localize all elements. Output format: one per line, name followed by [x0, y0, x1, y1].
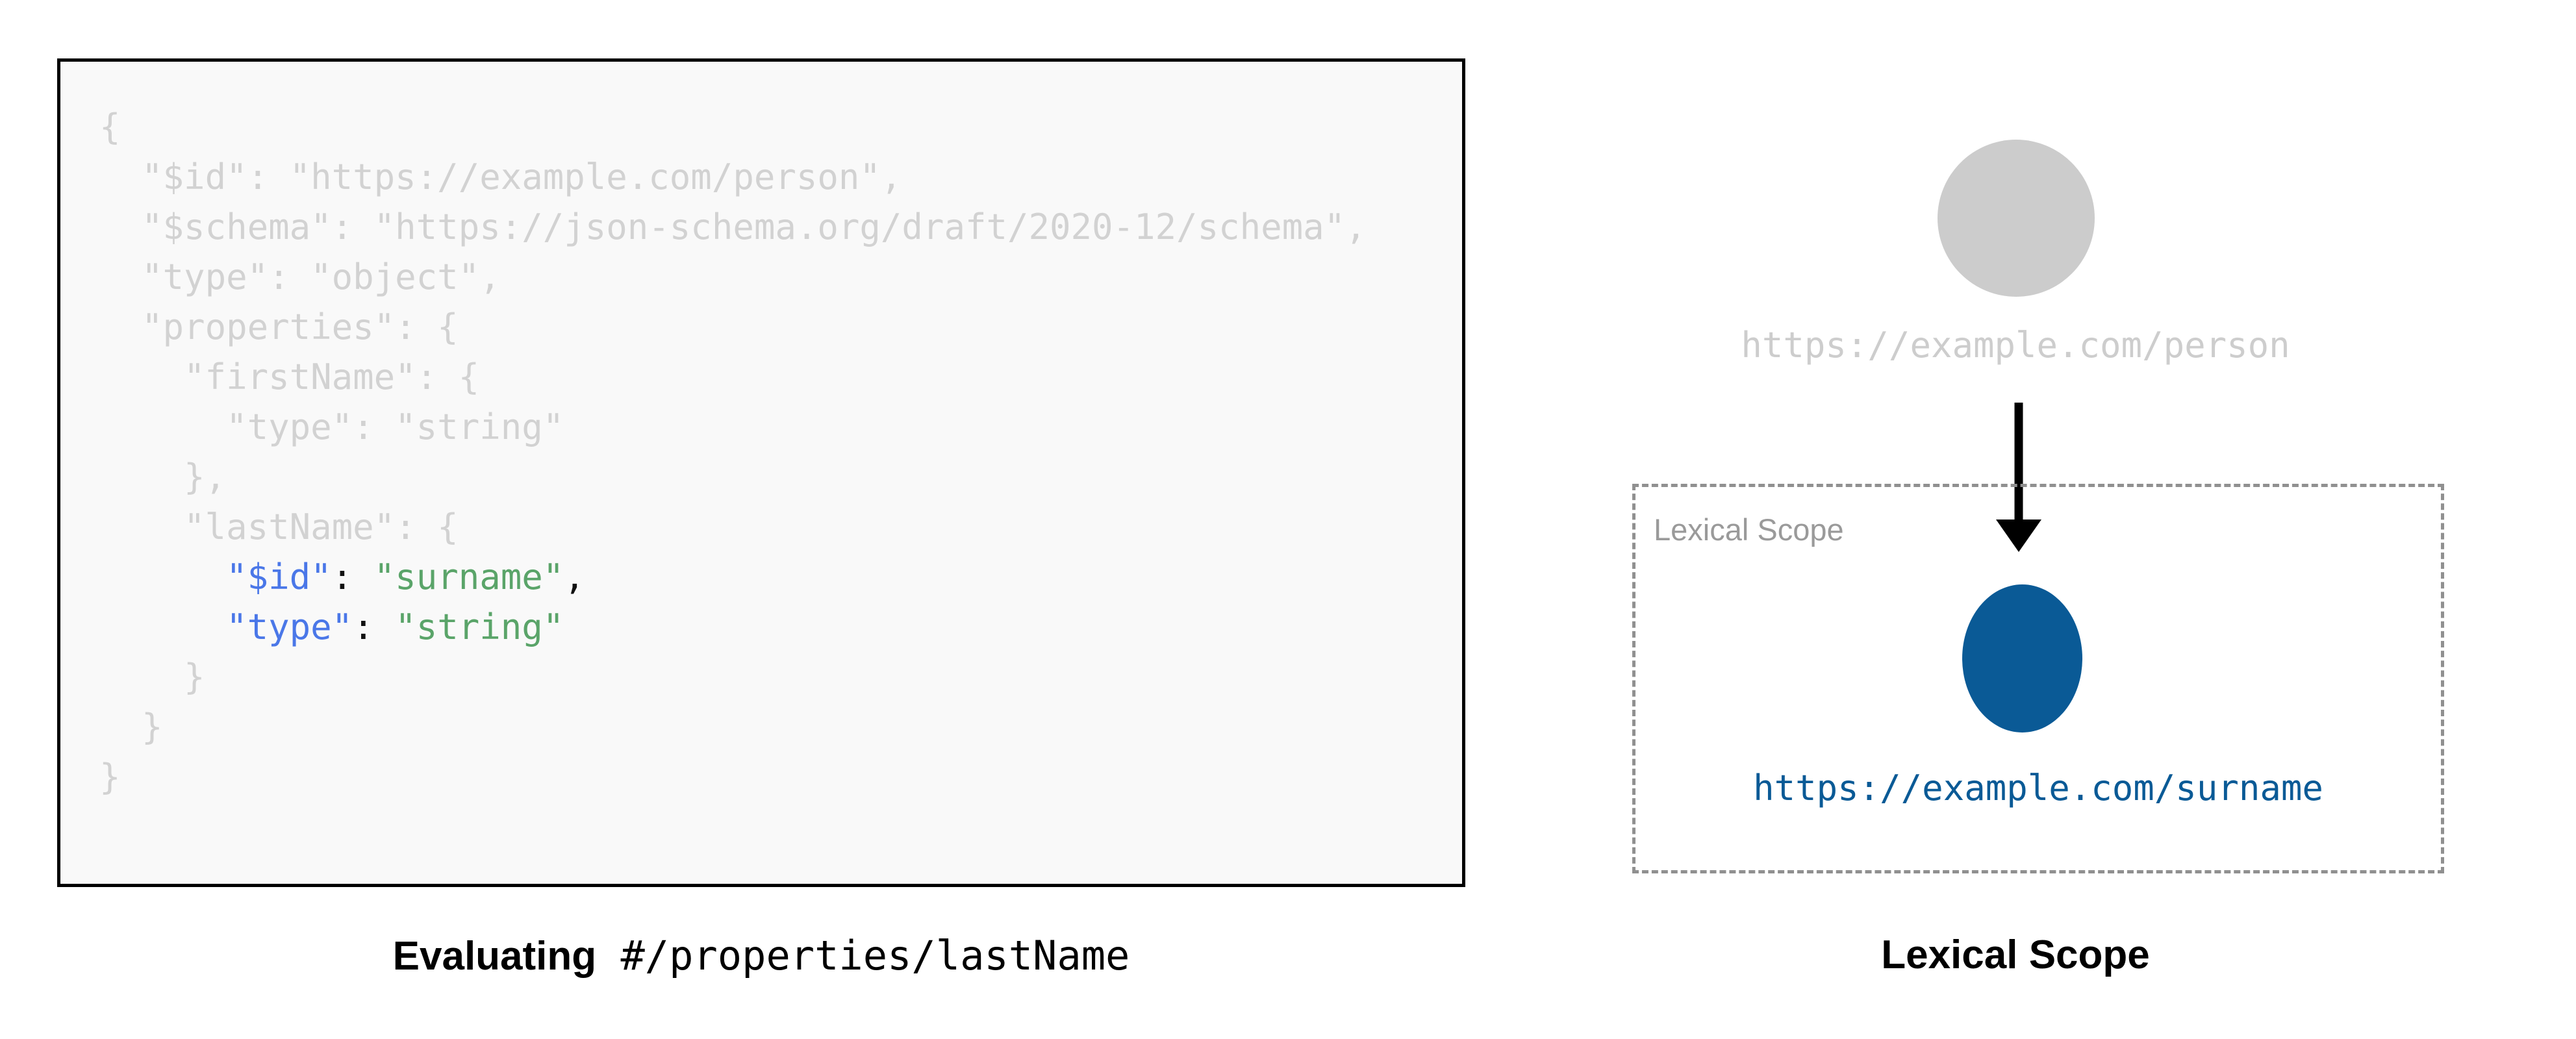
inner-scope-node-circle	[1962, 584, 2082, 732]
code-token-key: "$id"	[226, 557, 332, 597]
caption-bold-text: Evaluating	[392, 934, 597, 979]
code-token-dimmed: "$schema": "https://json-schema.org/draf…	[142, 207, 1367, 247]
code-line: {	[99, 102, 1367, 152]
inner-scope-node-label: https://example.com/surname	[1753, 768, 2323, 808]
lexical-scope-box-label: Lexical Scope	[1654, 512, 1844, 547]
code-token-punctuation: :	[331, 557, 374, 597]
code-token-dimmed: "lastName": {	[184, 507, 459, 547]
right-panel-caption: Lexical Scope	[1881, 933, 2150, 977]
code-line: }	[99, 752, 1367, 802]
code-token-punctuation: ,	[564, 557, 585, 597]
code-token-dimmed: }	[142, 707, 163, 747]
code-token-string: "string"	[395, 607, 564, 647]
code-token-dimmed: "type": "object",	[142, 257, 501, 297]
outer-scope-node-circle	[1938, 140, 2095, 297]
left-panel-caption: Evaluating #/properties/lastName	[57, 932, 1465, 979]
code-line: }	[99, 652, 1367, 702]
outer-scope-node-label: https://example.com/person	[1741, 325, 2290, 366]
evaluating-panel: { "$id": "https://example.com/person", "…	[57, 58, 1465, 979]
code-line: "firstName": {	[99, 352, 1367, 402]
code-line: "type": "string"	[99, 602, 1367, 652]
code-token-dimmed: "firstName": {	[184, 357, 480, 397]
code-line: }	[99, 702, 1367, 752]
code-line: "properties": {	[99, 302, 1367, 352]
code-line: "lastName": {	[99, 502, 1367, 552]
json-schema-code-block: { "$id": "https://example.com/person", "…	[57, 58, 1465, 887]
code-token-string: "surname"	[373, 557, 564, 597]
lexical-scope-boundary-box: Lexical Scope https://example.com/surnam…	[1632, 484, 2444, 873]
scope-arrow-icon	[1996, 403, 2041, 552]
code-token-dimmed: {	[99, 106, 121, 147]
code-line: },	[99, 452, 1367, 502]
code-token-punctuation: :	[353, 607, 396, 647]
code-token-dimmed: }	[184, 657, 205, 697]
code-listing: { "$id": "https://example.com/person", "…	[99, 102, 1367, 802]
lexical-scope-panel: https://example.com/person Lexical Scope…	[1507, 0, 2576, 1039]
code-token-dimmed: },	[184, 457, 227, 497]
code-token-dimmed: "properties": {	[142, 307, 459, 347]
code-line: "$id": "https://example.com/person",	[99, 152, 1367, 202]
code-token-dimmed: }	[99, 757, 121, 797]
code-line: "type": "string"	[99, 402, 1367, 452]
code-token-key: "type"	[226, 607, 353, 647]
code-line: "type": "object",	[99, 252, 1367, 302]
caption-pointer-text	[596, 932, 620, 979]
code-token-dimmed: "type": "string"	[226, 407, 564, 447]
code-line: "$schema": "https://json-schema.org/draf…	[99, 202, 1367, 252]
caption-json-pointer: #/properties/lastName	[620, 932, 1130, 979]
code-token-dimmed: "$id": "https://example.com/person",	[142, 156, 902, 197]
code-line: "$id": "surname",	[99, 552, 1367, 602]
